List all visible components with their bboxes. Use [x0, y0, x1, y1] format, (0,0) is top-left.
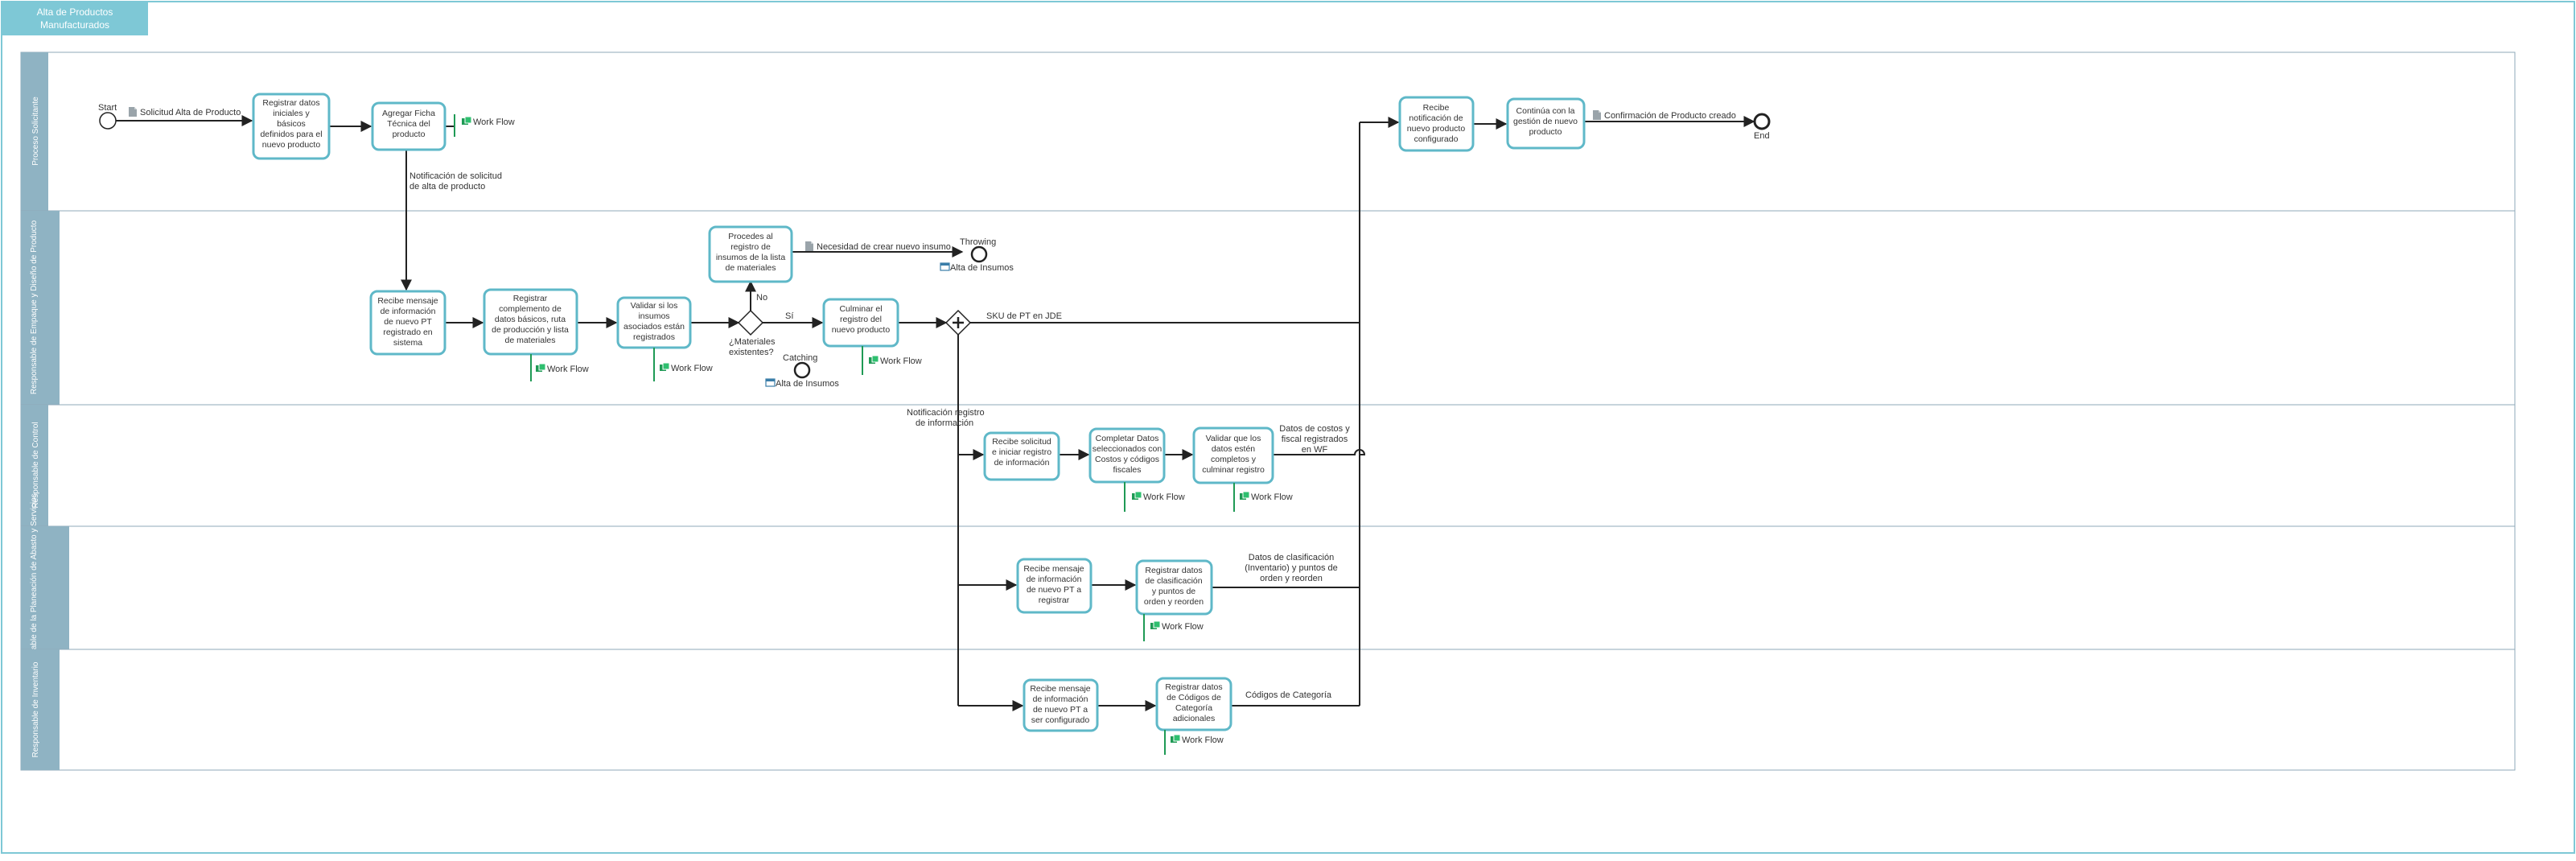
svg-text:Work Flow: Work Flow [473, 117, 515, 127]
lane-title: Responsable de Empaque y Diseño de Produ… [30, 220, 39, 394]
svg-text:Solicitud Alta de Producto: Solicitud Alta de Producto [140, 108, 241, 117]
svg-text:Work Flow: Work Flow [1162, 622, 1204, 632]
diagram-title-line2: Manufacturados [40, 19, 109, 31]
svg-text:Work Flow: Work Flow [547, 365, 589, 374]
gateway-question-line2: existentes? [729, 348, 774, 357]
subprocess-icon [765, 378, 776, 387]
ref-alta-insumos-catch[interactable]: Alta de Insumos [765, 378, 839, 389]
wf-agregar-ficha[interactable]: Work Flow [454, 114, 515, 137]
flow-label-notificacion-2: de alta de producto [409, 182, 485, 192]
wf-registrar-categoria[interactable]: Work Flow [1164, 730, 1224, 755]
wf-registrar-complemento[interactable]: Work Flow [530, 354, 589, 381]
flow-label-categoria: Códigos de Categoría [1245, 690, 1332, 700]
svg-text:Alta de Insumos: Alta de Insumos [776, 379, 839, 389]
flow-label-clasificacion: Datos de clasificación(Inventario) y pun… [1245, 553, 1338, 583]
exclusive-gateway[interactable] [737, 309, 764, 336]
lane-title: Responsable de Control [31, 422, 40, 508]
sequence-flows [116, 115, 1755, 711]
wf-registrar-clasificacion[interactable]: Work Flow [1143, 614, 1204, 641]
svg-text:Necesidad de crear nuevo insum: Necesidad de crear nuevo insumo [817, 242, 951, 252]
document-icon [1593, 110, 1601, 120]
wf-validar-insumos[interactable]: Work Flow [653, 348, 713, 381]
gateway-question-line1: ¿Materiales [729, 337, 776, 347]
doc-confirmacion[interactable]: Confirmación de Producto creado [1593, 110, 1736, 121]
flow-label-notif-registro-2: de información [916, 418, 973, 428]
start-label: Start [98, 103, 117, 113]
wf-completar-datos[interactable]: Work Flow [1124, 482, 1185, 512]
lane-title: Proceso Solicitante [31, 97, 40, 166]
catching-event[interactable] [793, 361, 811, 379]
diagram-title-line1: Alta de Productos [37, 6, 113, 18]
gateway-no-label: No [756, 293, 767, 303]
gateway-yes-label: Sí [785, 311, 793, 321]
svg-text:Work Flow: Work Flow [671, 364, 713, 373]
lane-title: Responsable de Inventario [31, 661, 40, 757]
end-event[interactable] [1753, 113, 1771, 130]
throwing-label: Throwing [960, 237, 996, 247]
svg-text:Confirmación de Producto cread: Confirmación de Producto creado [1604, 111, 1736, 121]
flow-label-sku: SKU de PT en JDE [986, 311, 1062, 321]
doc-necesidad-insumo[interactable]: Necesidad de crear nuevo insumo [805, 241, 951, 252]
doc-solicitud-alta[interactable]: Solicitud Alta de Producto [129, 107, 241, 117]
flow-label-notificacion-1: Notificación de solicitud [409, 171, 502, 181]
svg-text:Work Flow: Work Flow [1143, 492, 1185, 502]
flow-label-notif-registro-1: Notificación registro [907, 408, 985, 418]
subprocess-icon [940, 262, 950, 271]
svg-text:Alta de Insumos: Alta de Insumos [950, 263, 1014, 273]
header-tab[interactable] [2, 2, 148, 35]
svg-text:Work Flow: Work Flow [1182, 735, 1224, 745]
document-icon [805, 241, 813, 251]
lane-title: Responsable de la Planeación de Abasto y… [30, 493, 39, 681]
svg-text:Work Flow: Work Flow [1251, 492, 1293, 502]
wf-culminar-registro[interactable]: Work Flow [862, 346, 922, 375]
lane-inventario: Responsable de Inventario [20, 649, 2516, 771]
end-label: End [1754, 131, 1770, 141]
ref-alta-insumos-throw[interactable]: Alta de Insumos [940, 262, 1014, 273]
throwing-event[interactable] [970, 245, 988, 263]
parallel-gateway[interactable] [944, 309, 972, 336]
document-icon [129, 107, 137, 117]
wf-validar-datos[interactable]: Work Flow [1233, 483, 1293, 512]
svg-text:Work Flow: Work Flow [880, 356, 922, 366]
lane-planeacion: Responsable de la Planeación de Abasto y… [20, 493, 2516, 682]
start-event[interactable] [99, 112, 117, 130]
catching-label: Catching [783, 353, 817, 363]
